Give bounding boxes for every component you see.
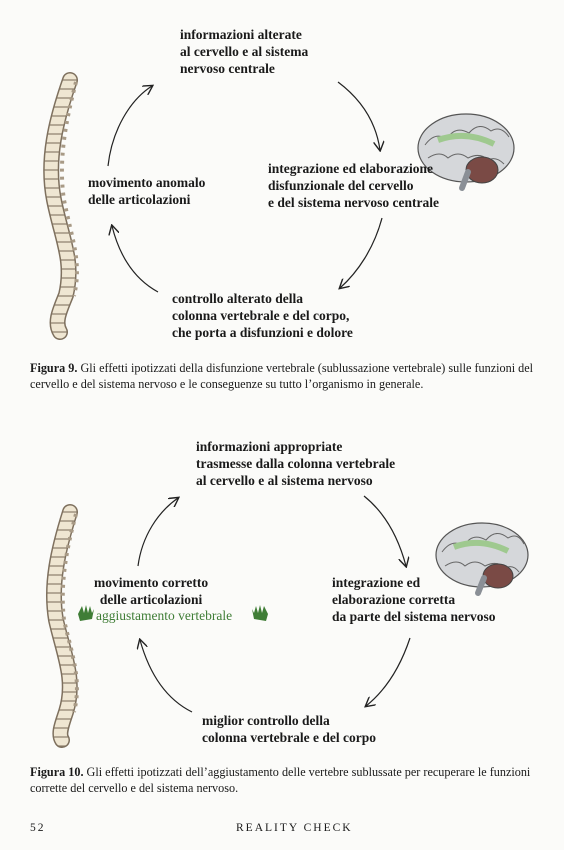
spine-illustration-fig9 <box>43 72 79 340</box>
fig10-bottom-label: miglior controllo della colonna vertebra… <box>202 713 376 745</box>
spine-illustration-fig10 <box>46 504 79 748</box>
page-number: 52 <box>30 822 46 834</box>
arrow-bottom-right-fig9 <box>340 217 383 288</box>
fig10-caption-text: Gli effetti ipotizzati dell’aggiustament… <box>30 765 531 795</box>
hand-icon <box>252 605 268 621</box>
fig10-left-label: movimento corretto delle articolazioni <box>94 575 209 607</box>
arrow-top-right-fig9 <box>337 81 380 150</box>
fig9-bottom-label: controllo alterato della colonna vertebr… <box>172 291 353 340</box>
arrow-top-right-fig10 <box>363 495 406 566</box>
fig9-left-label: movimento anomalo delle articolazioni <box>88 175 206 207</box>
fig10-right-label: integrazione ed elaborazione corretta da… <box>332 575 496 624</box>
fig9-caption: Figura 9. Gli effetti ipotizzati della d… <box>30 360 550 392</box>
fig9-caption-text: Gli effetti ipotizzati della disfunzione… <box>30 361 534 391</box>
brain-illustration-fig9 <box>417 113 515 191</box>
arrow-top-left-fig9 <box>107 86 152 167</box>
arrow-bottom-right-fig10 <box>366 637 411 706</box>
fig9-caption-label: Figura 9. <box>30 361 78 375</box>
fig10-caption: Figura 10. Gli effetti ipotizzati dell’a… <box>30 764 550 796</box>
fig9-top-label: informazioni alterate al cervello e al s… <box>180 27 309 76</box>
arrow-bottom-left-fig9 <box>112 226 159 293</box>
arrow-top-left-fig10 <box>137 498 178 567</box>
running-title: REALITY CHECK <box>236 822 353 834</box>
fig10-caption-label: Figura 10. <box>30 765 84 779</box>
fig9-right-label: integrazione ed elaborazione disfunziona… <box>268 161 439 210</box>
fig10-top-label: informazioni appropriate trasmesse dalla… <box>196 439 396 488</box>
arrow-bottom-left-fig10 <box>140 640 193 713</box>
brain-illustration-fig10 <box>435 522 529 596</box>
fig10-green-label: aggiustamento vertebrale <box>96 608 233 623</box>
hand-icon <box>78 605 94 621</box>
